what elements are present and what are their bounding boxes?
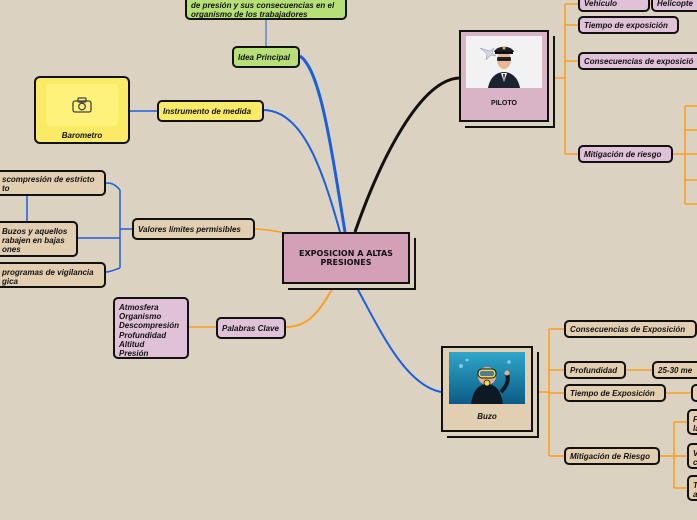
valores-item-3[interactable]: programas de vigilancia gica (0, 262, 106, 288)
link-center-instrumento (262, 109, 341, 233)
link-center-valores (254, 228, 283, 233)
piloto-consecuencias-node[interactable]: Consecuencias de exposició (578, 52, 697, 70)
link-valores-items (78, 182, 133, 273)
buzo-card[interactable]: Buzo (441, 346, 533, 432)
keyword-3: Descompresión (119, 321, 180, 331)
keyword-6: Presión (119, 349, 149, 359)
buzo-mitigacion-node[interactable]: Mitigación de Riesgo (564, 447, 660, 465)
piloto-label: PILOTO (491, 100, 517, 107)
diver-photo (449, 352, 525, 404)
piloto-tiempo-node[interactable]: Tiempo de exposición (578, 16, 679, 34)
buzo-consecuencias-node[interactable]: Consecuencias de Exposición (564, 320, 697, 338)
barometro-card[interactable]: Barometro (34, 76, 130, 144)
link-center-buzo (356, 287, 442, 393)
buzo-profundidad-value[interactable]: 25-30 me (652, 361, 697, 379)
palabras-clave-node[interactable]: Palabras Clave (216, 317, 286, 339)
valores-item-2[interactable]: Buzos y aquellos rabajen en bajas ones (0, 221, 78, 257)
link-center-idea (299, 54, 347, 233)
link-buzo-subs (533, 328, 697, 457)
buzo-tiempo-value[interactable] (691, 384, 697, 402)
buzo-mitigacion-item-2[interactable]: V c (687, 443, 697, 469)
link-piloto-mitigacion (672, 105, 697, 205)
central-topic[interactable]: EXPOSICION A ALTAS PRESIONES (282, 232, 410, 284)
idea-principal-node[interactable]: Idea Principal (232, 46, 300, 68)
barometro-label: Barometro (61, 131, 103, 140)
pilot-photo (466, 36, 542, 88)
piloto-vehiculo-node[interactable]: Vehiculo (578, 0, 650, 12)
central-topic-title: EXPOSICION A ALTAS PRESIONES (299, 249, 393, 267)
keyword-5: Altitud (119, 339, 145, 349)
buzo-profundidad-node[interactable]: Profundidad (564, 361, 626, 379)
link-center-piloto (353, 76, 460, 233)
instrumento-node[interactable]: Instrumento de medida (157, 100, 264, 122)
buzo-mitigacion-item-3[interactable]: T a (687, 475, 697, 501)
keyword-2: Organismo (119, 312, 162, 322)
buzo-tiempo-node[interactable]: Tiempo de Exposición (564, 384, 666, 402)
link-piloto-subs (549, 3, 660, 155)
piloto-mitigacion-node[interactable]: Mitigación de riesgo (578, 145, 673, 163)
keywords-box[interactable]: Atmosfera Organismo Descompresión Profun… (113, 297, 189, 359)
valores-node[interactable]: Valores límites permisibles (132, 218, 255, 240)
keyword-4: Profundidad (119, 330, 167, 340)
piloto-card[interactable]: PILOTO (459, 30, 549, 122)
idea-principal-text[interactable]: de presión y sus consecuencias en el org… (185, 0, 347, 20)
valores-item-1[interactable]: scompresión de estricto to (0, 170, 106, 196)
camera-icon (46, 84, 118, 126)
keyword-1: Atmosfera (119, 303, 159, 312)
piloto-vehiculo-value[interactable]: Helicopte (651, 0, 697, 12)
link-center-palabras (285, 287, 334, 328)
buzo-label: Buzo (477, 412, 497, 421)
buzo-mitigacion-item-1[interactable]: F la (687, 409, 697, 435)
link-buzo-mitigacion (660, 421, 688, 489)
